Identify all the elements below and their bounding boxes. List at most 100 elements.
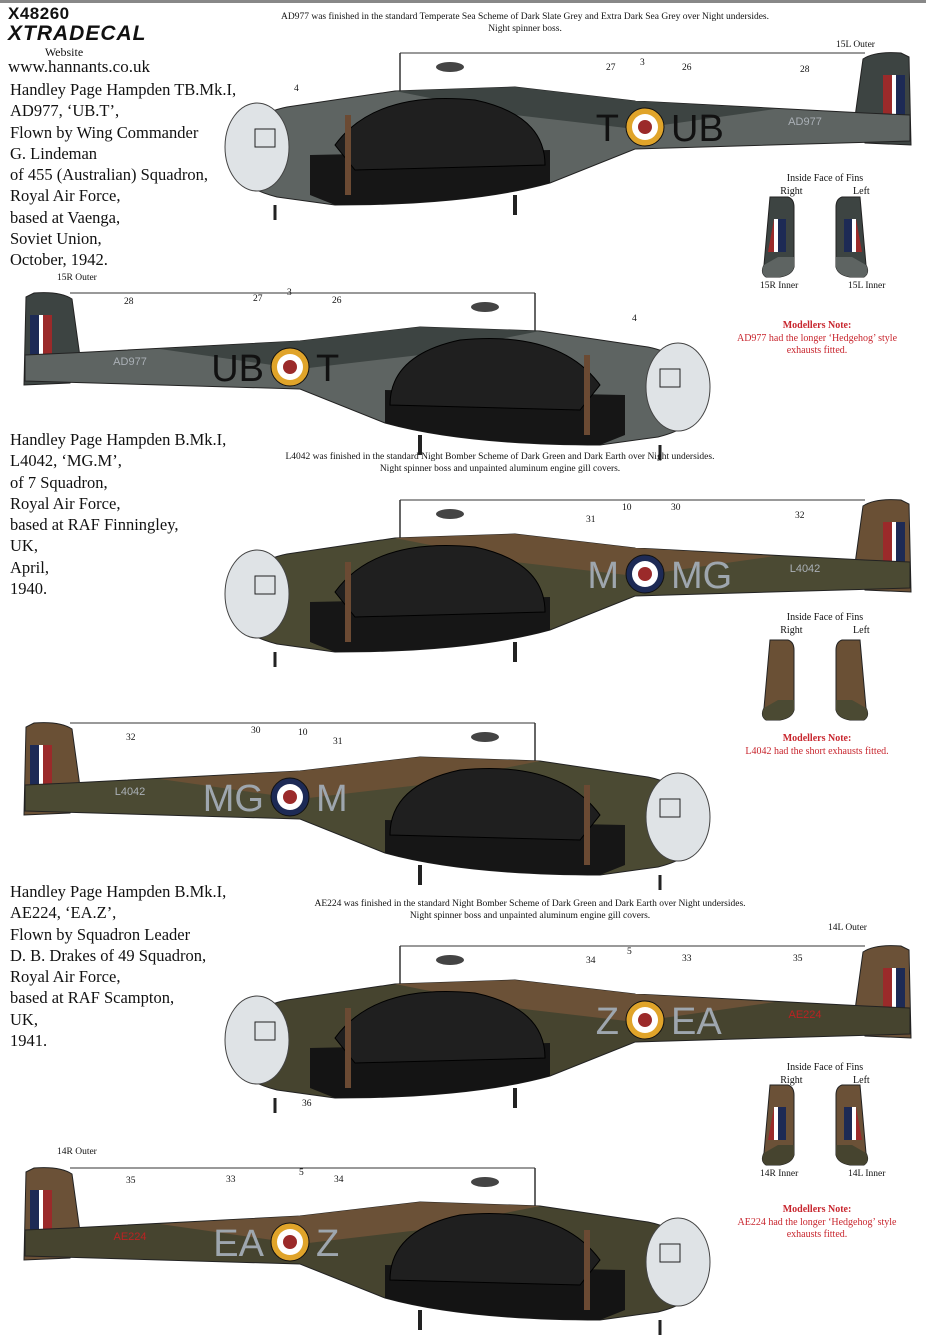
roundel-red — [638, 120, 652, 134]
scheme-note-3: AE224 was finished in the standard Night… — [240, 898, 820, 922]
serial-number-text: AD977 — [788, 116, 822, 128]
description-line: Handley Page Hampden TB.Mk.I, — [10, 80, 237, 99]
scheme-line: L4042 was finished in the standard Night… — [285, 452, 715, 462]
description-line: October, 1942. — [10, 250, 108, 270]
fin-flash-red — [43, 315, 52, 375]
engine-nacelle — [334, 544, 546, 618]
roundel-red — [283, 1235, 297, 1249]
description-line: of 455 (Australian) Squadron, — [10, 165, 208, 185]
roundel-red — [283, 360, 297, 374]
website-url[interactable]: www.hannants.co.uk — [8, 57, 150, 76]
fin-patch — [762, 700, 794, 720]
fin-flash-blue — [30, 745, 39, 805]
decal-callout: 33 — [226, 1175, 236, 1185]
walkway-strip — [584, 355, 590, 435]
decal-callout: 33 — [682, 954, 692, 964]
camouflage-patch — [160, 757, 540, 799]
fin-left-label: Left — [853, 186, 870, 197]
description-1: Handley Page Hampden TB.Mk.I, AD977, ‘UB.… — [10, 79, 236, 271]
engine-nacelle — [389, 1212, 601, 1286]
squadron-code-text: T — [596, 108, 619, 150]
note-line: exhausts fitted. — [786, 345, 848, 356]
fin-inner-label: 14R Inner — [760, 1169, 799, 1179]
fin-flash-white — [852, 219, 856, 252]
fin-flash-blue — [844, 1107, 852, 1140]
description-line: Handley Page Hampden B.Mk.I, — [10, 430, 227, 449]
decal-callout: 26 — [332, 296, 342, 306]
engine-nacelle — [389, 767, 601, 841]
decal-callout: 5 — [299, 1168, 304, 1178]
scheme-note-2: L4042 was finished in the standard Night… — [210, 451, 790, 475]
modellers-note-2: Modellers Note: L4042 had the short exha… — [717, 733, 917, 758]
camouflage-patch — [160, 327, 540, 369]
aircraft-side-view — [224, 52, 912, 220]
fin-flash-red — [43, 1190, 52, 1250]
scheme-line: Night spinner boss and unpainted aluminu… — [379, 464, 621, 474]
description-line: Royal Air Force, — [10, 186, 121, 206]
description-line: 1940. — [10, 579, 48, 599]
fin-flash-white — [892, 968, 896, 1028]
fin-left-label: Left — [853, 1075, 870, 1086]
roundel-red — [638, 567, 652, 581]
fin-flash-white — [39, 315, 43, 375]
walkway-strip — [345, 562, 351, 642]
scheme-line: AD977 was finished in the standard Tempe… — [281, 12, 769, 22]
fin-inside-view — [761, 639, 795, 721]
dorsal-loop-antenna — [436, 62, 464, 72]
fin-flash-red — [43, 745, 52, 805]
decal-callout: 31 — [586, 515, 596, 525]
scheme-line: AE224 was finished in the standard Night… — [314, 899, 746, 909]
decal-callout: 5 — [627, 947, 632, 957]
description-line: L4042, ‘MG.M’, — [10, 451, 122, 471]
note-line: AE224 had the longer ‘Hedgehog’ style — [737, 1216, 897, 1228]
fin-flash-white — [892, 522, 896, 582]
decal-callout: 15L Outer — [836, 40, 875, 50]
description-2: Handley Page Hampden B.Mk.I, L4042, ‘MG.M… — [10, 429, 226, 599]
description-line: Royal Air Force, — [10, 967, 121, 987]
note-title: Modellers Note: — [782, 1204, 852, 1215]
squadron-code-text: Z — [596, 1001, 619, 1043]
walkway-strip — [584, 1230, 590, 1310]
fin-flash-blue — [896, 75, 905, 135]
fin-left-label: Left — [853, 625, 870, 636]
dorsal-loop-antenna — [436, 955, 464, 965]
decal-callout: 26 — [682, 63, 692, 73]
decal-callout: 35 — [793, 954, 803, 964]
dorsal-loop-antenna — [471, 732, 499, 742]
description-line: of 7 Squadron, — [10, 472, 108, 492]
serial-number-text: L4042 — [790, 563, 821, 575]
decal-callout: 35 — [126, 1176, 136, 1186]
top-border — [0, 0, 926, 3]
squadron-code-text: UB — [671, 108, 724, 150]
fin-flash-red — [856, 219, 862, 252]
serial-number-text: AE224 — [788, 1009, 821, 1021]
serial-number-text: L4042 — [115, 786, 146, 798]
description-line: based at Vaenga, — [10, 207, 121, 227]
fin-flash-white — [892, 75, 896, 135]
roundel-red — [283, 790, 297, 804]
fin-patch — [836, 257, 868, 277]
fins-title: Inside Face of Fins — [786, 1062, 864, 1073]
fins-title: Inside Face of Fins — [786, 173, 864, 184]
decal-callout: 14L Outer — [828, 923, 867, 933]
description-line: AD977, ‘UB.T’, — [10, 101, 120, 121]
squadron-code-text: MG — [671, 555, 732, 597]
decal-callout: 30 — [671, 503, 681, 513]
nose-window — [659, 798, 681, 818]
modellers-note-1: Modellers Note: AD977 had the longer ‘He… — [717, 320, 917, 358]
description-line: 1941. — [10, 1031, 48, 1051]
product-code: X48260 — [8, 4, 70, 23]
fin-flash-blue — [844, 219, 852, 252]
description-line: based at RAF Finningley, — [10, 515, 179, 535]
xtradecal-logo: X48260 XTRADECAL Website www.hannants.co… — [8, 4, 158, 76]
fin-inside-view — [761, 196, 795, 278]
fin-patch — [762, 257, 794, 277]
decal-callout: 28 — [124, 297, 134, 307]
fin-flash-white — [774, 219, 778, 252]
fin-inside-view — [761, 1084, 795, 1166]
note-title: Modellers Note: — [782, 320, 852, 331]
description-line: Soviet Union, — [10, 229, 102, 249]
decal-callout: 32 — [795, 511, 805, 521]
fin-flash-red — [883, 75, 892, 135]
